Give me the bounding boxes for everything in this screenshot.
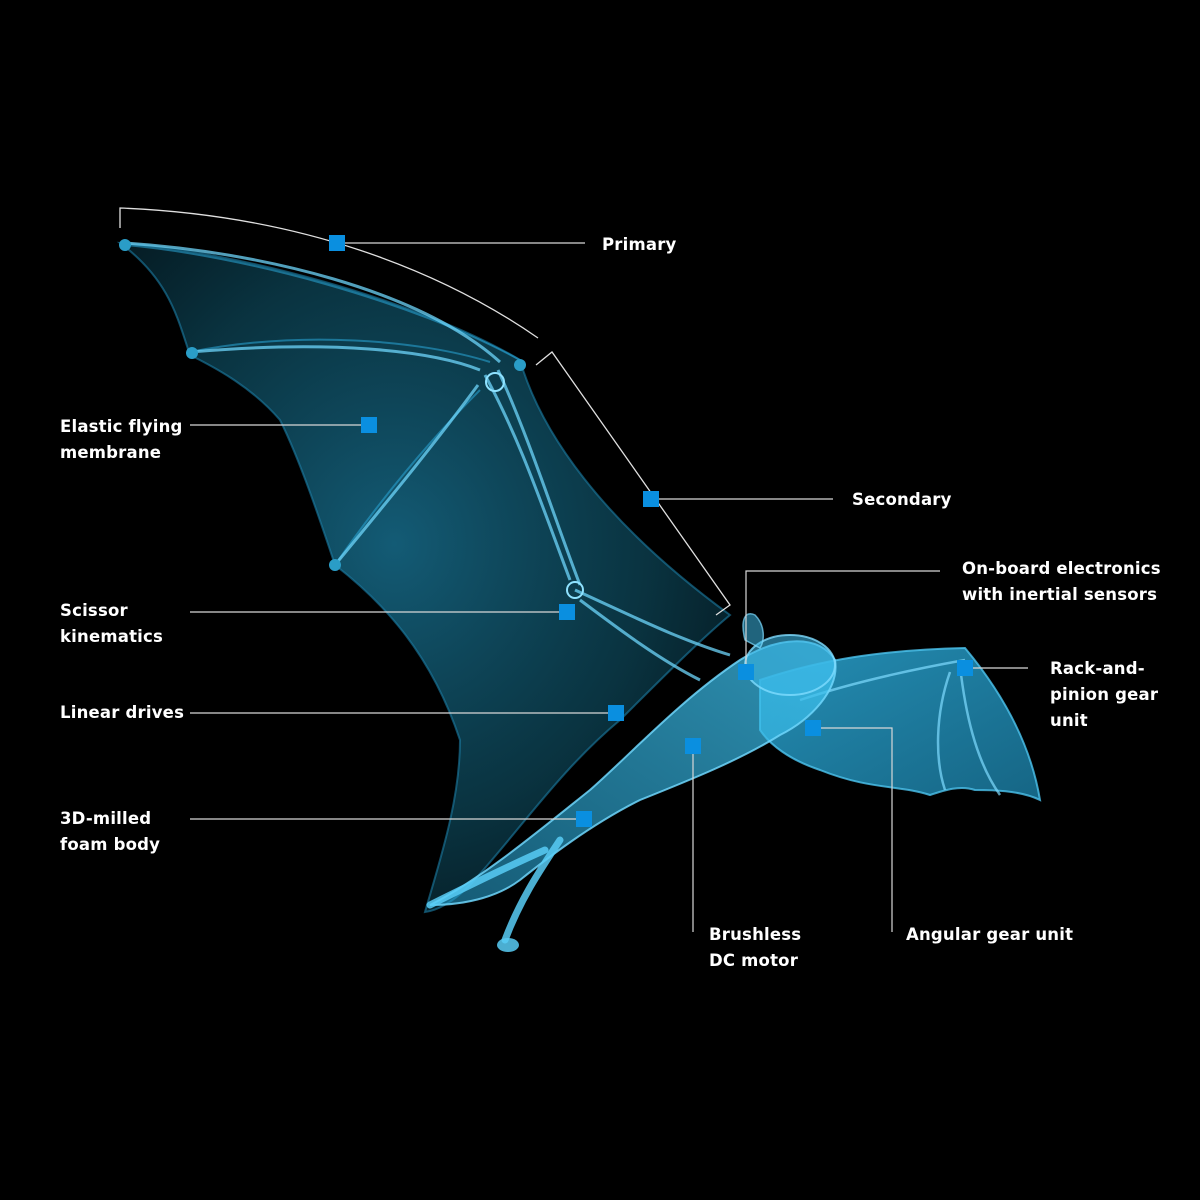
label-elastic-membrane-line-2: membrane — [60, 443, 162, 462]
wingtip-joint-2 — [186, 347, 198, 359]
label-elastic-membrane: Elastic flying membrane — [60, 414, 183, 466]
marker-primary — [329, 235, 345, 251]
left-wing-membrane — [116, 241, 732, 914]
marker-membrane — [361, 417, 377, 433]
marker-linear — [608, 705, 624, 721]
bat-legs — [426, 836, 564, 944]
label-foam-body: 3D-milled foam body — [60, 806, 160, 858]
label-scissor: Scissor kinematics — [60, 598, 163, 650]
leader-electronics — [745, 570, 940, 672]
label-electronics-line-2: with inertial sensors — [962, 585, 1158, 604]
label-foam-body-line-2: foam body — [60, 835, 161, 854]
wingtip-joint-1 — [119, 239, 131, 251]
label-electronics: On-board electronics with inertial senso… — [962, 556, 1161, 608]
label-electronics-line-1: On-board electronics — [962, 559, 1161, 578]
label-rack-pinion: Rack-and- pinion gear unit — [1050, 656, 1158, 734]
label-scissor-line-1: Scissor — [60, 601, 128, 620]
marker-electronics — [738, 664, 754, 680]
secondary-bracket — [535, 351, 731, 616]
label-rack-pinion-line-3: unit — [1050, 711, 1088, 730]
label-angular-gear-line-1: Angular gear unit — [906, 925, 1074, 944]
marker-rack — [957, 660, 973, 676]
label-linear-drives: Linear drives — [60, 700, 184, 726]
elbow-joint — [566, 581, 584, 599]
leader-angular — [813, 727, 893, 932]
wing-bones — [124, 241, 731, 682]
marker-scissor — [559, 604, 575, 620]
bat-ear — [742, 613, 765, 649]
label-scissor-line-2: kinematics — [60, 627, 164, 646]
marker-foam — [576, 811, 592, 827]
primary-bracket — [119, 207, 539, 339]
label-primary: Primary — [602, 232, 677, 258]
wrist-joint — [485, 372, 505, 392]
wingtip-joint-3 — [329, 559, 341, 571]
callout-markers — [329, 235, 973, 827]
label-linear-drives-line-1: Linear drives — [60, 703, 185, 722]
label-rack-pinion-line-1: Rack-and- — [1050, 659, 1145, 678]
marker-motor — [685, 738, 701, 754]
label-brushless-motor-line-2: DC motor — [709, 951, 799, 970]
label-angular-gear: Angular gear unit — [906, 922, 1073, 948]
label-elastic-membrane-line-1: Elastic flying — [60, 417, 183, 436]
label-brushless-motor-line-1: Brushless — [709, 925, 802, 944]
label-rack-pinion-line-2: pinion gear — [1050, 685, 1159, 704]
label-secondary-line-1: Secondary — [852, 490, 952, 509]
wingtip-joint-4 — [514, 359, 526, 371]
label-primary-line-1: Primary — [602, 235, 677, 254]
label-secondary: Secondary — [852, 487, 952, 513]
marker-secondary — [643, 491, 659, 507]
label-brushless-motor: Brushless DC motor — [709, 922, 801, 974]
label-foam-body-line-1: 3D-milled — [60, 809, 152, 828]
marker-angular — [805, 720, 821, 736]
leader-lines — [190, 242, 1028, 932]
bat-foot — [497, 938, 519, 952]
